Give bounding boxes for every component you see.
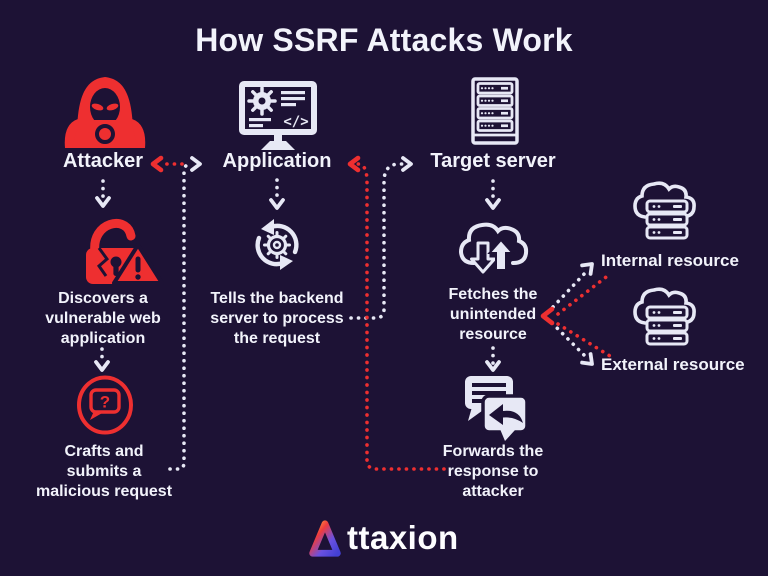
upload-arrow-glyph [487,238,515,271]
question-mark-glyph: ? [100,393,110,412]
external-resource-label: External resource [601,355,745,374]
download-arrow-glyph [470,241,496,274]
step-tells-backend-caption: Tells the backend server to process the … [210,290,344,347]
reply-arrow-glyph [489,404,523,425]
attaxion-logo-text: ttaxion [347,519,459,556]
request-flow-lines [94,156,594,471]
cloud-server-icon [633,287,696,346]
gear-glyph [247,86,277,116]
cloud-server-icon [633,181,696,240]
page-title: How SSRF Attacks Work [195,22,573,58]
broken-lock-warning-icon [86,219,164,285]
monitor-code-gear-icon: </> [239,81,317,150]
internal-resource-label: Internal resource [601,251,739,270]
gear-refresh-icon [255,219,299,270]
hooded-hacker-laptop-icon [64,77,146,148]
question-bubble-icon: ? [77,375,133,435]
actor-label-attacker: Attacker [62,150,144,172]
step-discovers-caption: Discovers a vulnerable web application [45,290,161,347]
cloud-transfer-icon [458,222,529,274]
actor-label-application: Application [222,150,332,172]
code-brackets-glyph: </> [283,114,308,130]
actor-label-target-server: Target server [430,150,556,172]
attaxion-logo: ttaxion [304,516,459,560]
server-rack-icon [471,77,519,145]
step-crafts-caption: Crafts and submits a malicious request [35,443,173,500]
step-forwards-caption: Forwards the response to attacker [442,443,544,500]
step-fetches-caption: Fetches the unintended resource [448,286,538,343]
attaxion-logo-mark [309,520,341,557]
chat-forward-icon [465,376,529,441]
response-flow-lines [150,155,612,471]
